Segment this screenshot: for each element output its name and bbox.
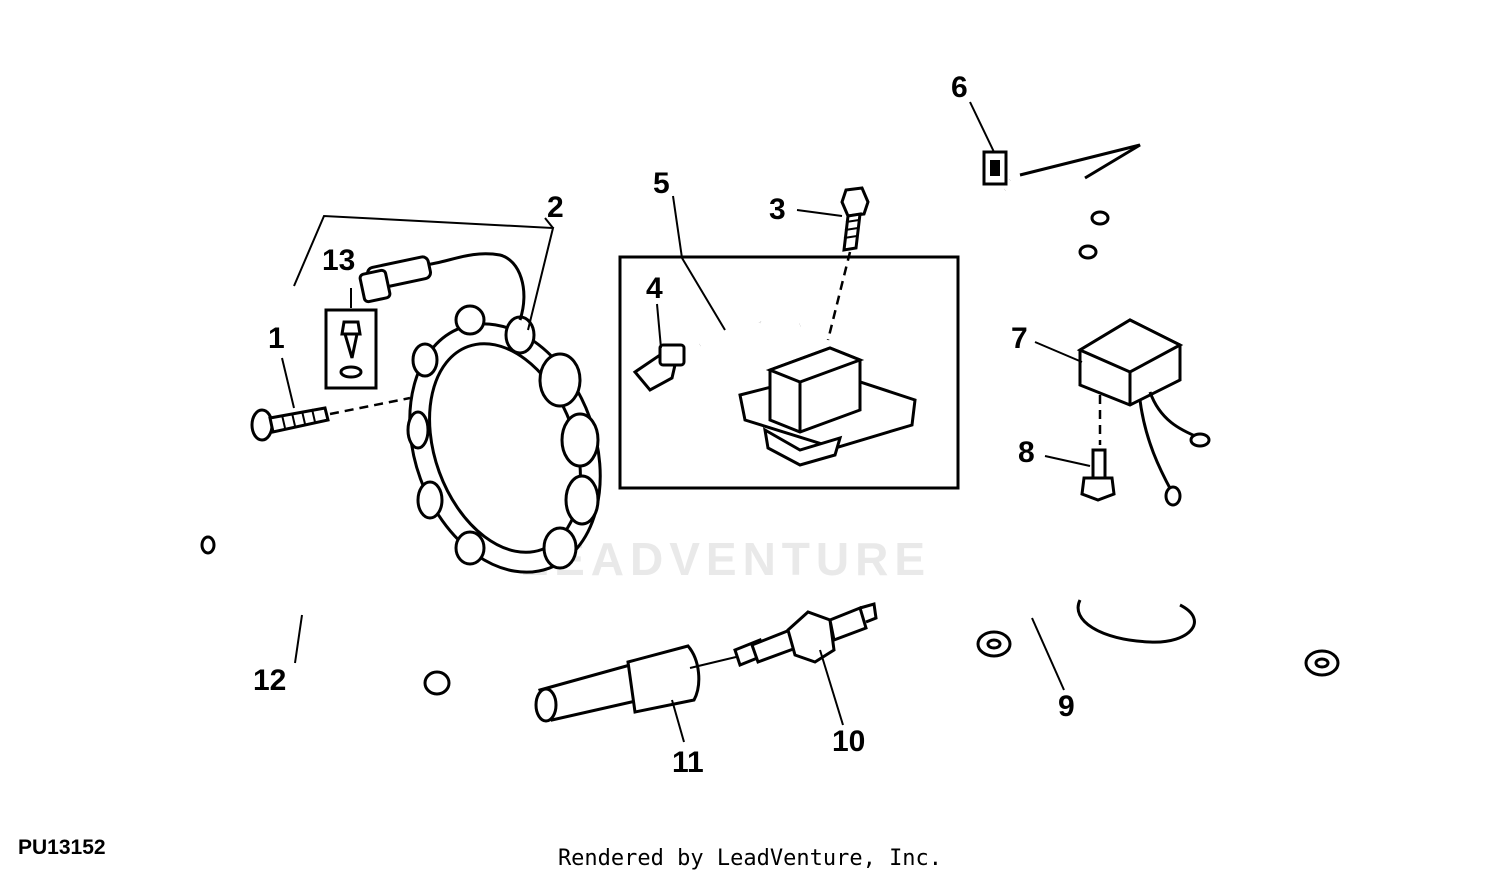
callout-13[interactable]: 13	[322, 244, 355, 277]
callout-9[interactable]: 9	[1058, 690, 1075, 723]
part-1-screw[interactable]	[250, 396, 411, 442]
part-11-spark-plug-boot[interactable]	[534, 644, 737, 743]
leader-4	[656, 303, 662, 349]
part-7-regulator[interactable]	[1034, 318, 1211, 507]
callout-12[interactable]: 12	[253, 664, 286, 697]
footer-credit: Rendered by LeadVenture, Inc.	[558, 846, 942, 871]
part-2-stator[interactable]	[358, 252, 633, 599]
part-13-screw-kit[interactable]	[324, 308, 378, 390]
watermark-text: LEADVENTURE	[520, 533, 931, 585]
part-6-wire-harness[interactable]	[969, 101, 1225, 260]
part-5-ignition-coil-box[interactable]	[618, 255, 960, 490]
leader-1	[281, 357, 295, 409]
callout-7[interactable]: 7	[1011, 322, 1028, 355]
leader-5	[672, 195, 683, 259]
part-10-spark-plug[interactable]	[733, 602, 878, 726]
callout-1[interactable]: 1	[268, 322, 285, 355]
part-3-bolt[interactable]	[796, 186, 870, 341]
part-12-rod[interactable]	[200, 535, 451, 696]
part-9-ground-wire[interactable]	[976, 575, 1340, 691]
part-8-bolt[interactable]	[1044, 448, 1116, 502]
callout-2[interactable]: 2	[547, 191, 564, 224]
callout-10[interactable]: 10	[832, 725, 865, 758]
bracket-leader	[293, 214, 555, 331]
figure-id: PU13152	[18, 836, 106, 859]
callout-4[interactable]: 4	[646, 272, 663, 305]
callout-5[interactable]: 5	[653, 167, 670, 200]
callout-11[interactable]: 11	[672, 746, 704, 779]
callout-6[interactable]: 6	[951, 71, 968, 104]
leader-5b	[681, 257, 726, 331]
callout-3[interactable]: 3	[769, 193, 786, 226]
leader-2	[544, 217, 554, 229]
callout-8[interactable]: 8	[1018, 436, 1035, 469]
